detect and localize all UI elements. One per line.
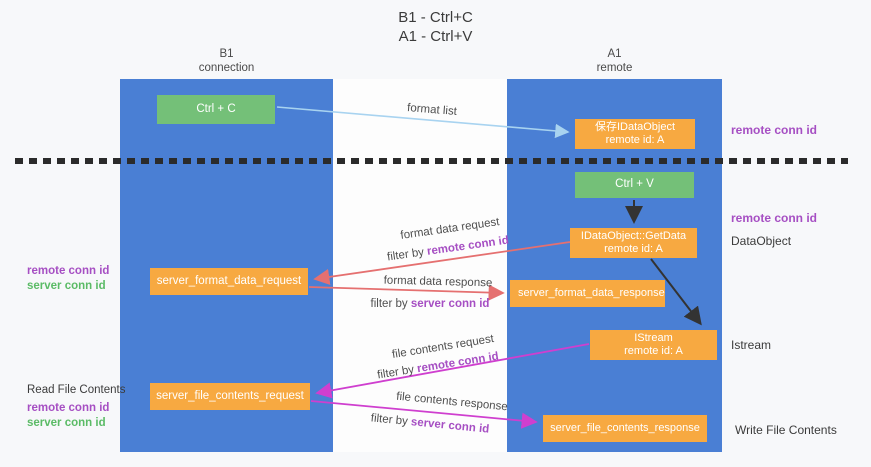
server-file-contents-response-node: server_file_contents_response: [543, 415, 707, 442]
save-dataobject-line1: 保存IDataObject: [594, 120, 676, 133]
dataobject-annotation: DataObject: [731, 234, 792, 248]
lane-a1-role: remote: [596, 62, 633, 74]
server-file-contents-response-label: server_file_contents_response: [550, 421, 700, 434]
title-line-b1: B1 - Ctrl+C: [398, 9, 473, 26]
format-request-conn-ids: remote conn id server conn id: [27, 264, 109, 293]
lane-b1-name: B1: [219, 48, 234, 60]
title-line-a1: A1 - Ctrl+V: [398, 28, 473, 45]
remote-conn-id-annotation-paste: remote conn id: [731, 211, 818, 225]
remote-conn-id-annotation-top: remote conn id: [731, 123, 818, 137]
istream-line1: IStream: [634, 331, 673, 344]
lane-a1-name: A1: [607, 48, 622, 60]
server-format-data-response-node: server_format_data_response: [510, 280, 665, 307]
lane-b1-role: connection: [198, 62, 255, 74]
istream-node: IStream remote id: A: [590, 330, 717, 360]
ctrl-c-node: Ctrl + C: [157, 95, 275, 124]
server-conn-id-highlight-2: server conn id: [410, 298, 490, 310]
lane-header-a1: A1 remote: [507, 47, 722, 77]
ctrl-v-node: Ctrl + V: [575, 172, 694, 198]
server-format-data-request-label: server_format_data_request: [156, 274, 302, 287]
diagram-title: B1 - Ctrl+C A1 - Ctrl+V: [0, 8, 871, 46]
server-conn-id-left-2: server conn id: [27, 416, 106, 429]
write-file-contents-annotation: Write File Contents: [735, 423, 837, 437]
server-format-data-request-node: server_format_data_request: [150, 268, 308, 295]
getdata-line2: remote id: A: [604, 243, 663, 255]
ctrl-c-label: Ctrl + C: [196, 102, 236, 115]
istream-line2: remote id: A: [624, 345, 683, 357]
copy-paste-divider: [15, 158, 848, 164]
filter-by-text-2: filter by: [370, 298, 411, 310]
server-file-contents-request-label: server_file_contents_request: [156, 389, 304, 402]
remote-conn-id-left-2: remote conn id: [27, 402, 110, 414]
save-dataobject-line2: remote id: A: [605, 134, 665, 146]
istream-annotation: Istream: [731, 338, 772, 352]
lane-header-b1: B1 connection: [120, 47, 333, 77]
save-dataobject-node: 保存IDataObject remote id: A: [575, 119, 695, 149]
remote-conn-id-left-1: remote conn id: [27, 265, 110, 277]
server-format-data-response-label: server_format_data_response: [518, 286, 665, 299]
read-file-contents-annotation: Read File Contents: [27, 384, 126, 396]
format-data-response-filter-label: filter by server conn id: [371, 298, 490, 310]
ctrl-v-label: Ctrl + V: [615, 178, 654, 191]
server-file-contents-request-node: server_file_contents_request: [150, 383, 310, 410]
server-conn-id-left-1: server conn id: [27, 279, 106, 292]
file-request-conn-ids: remote conn id server conn id: [27, 401, 109, 430]
getdata-line1: IDataObject::GetData: [580, 229, 687, 242]
getdata-node: IDataObject::GetData remote id: A: [570, 228, 697, 258]
